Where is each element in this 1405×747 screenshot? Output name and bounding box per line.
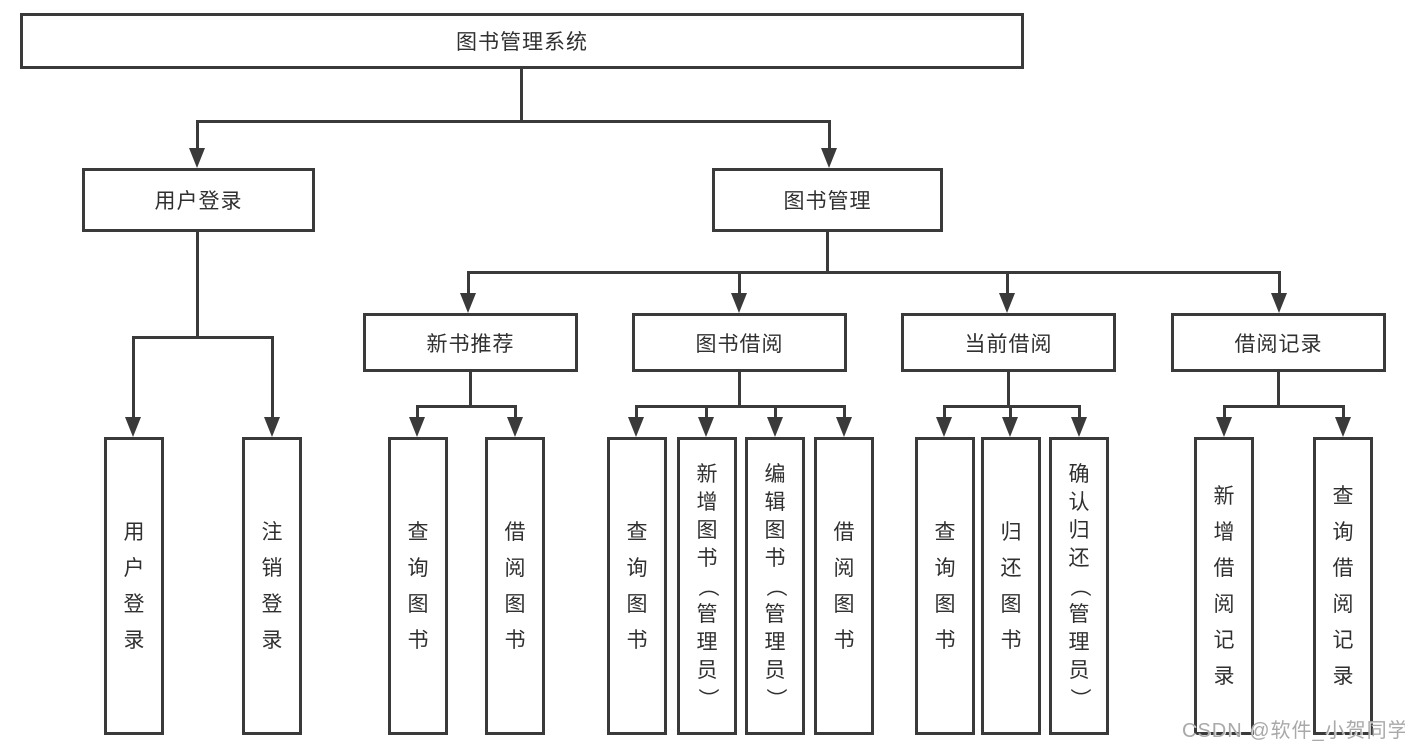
connector-level2-hbar <box>196 120 831 123</box>
arrowhead-book-management <box>821 148 837 168</box>
connector-user-login-hbar <box>132 336 274 339</box>
connector-to-user-login <box>196 120 199 150</box>
connector-recommend-drop <box>469 372 472 405</box>
node-record-query-record: 查询借阅记录 <box>1313 437 1373 735</box>
connector-level3-hbar <box>467 271 1281 274</box>
arrowhead-borrow-add <box>698 417 714 437</box>
arrowhead-book-borrow <box>731 293 747 313</box>
connector-user-login-drop <box>196 232 199 336</box>
connector-current-hbar <box>943 405 1081 408</box>
node-current-borrow: 当前借阅 <box>901 313 1116 372</box>
node-current-query-book: 查询图书 <box>915 437 975 735</box>
arrowhead-borrow-edit <box>767 417 783 437</box>
connector-to-current-confirm <box>1078 405 1081 419</box>
arrowhead-record-add <box>1216 417 1232 437</box>
arrowhead-recommend-query <box>409 417 425 437</box>
connector-recommend-hbar <box>416 405 517 408</box>
arrowhead-current-borrow <box>999 293 1015 313</box>
arrowhead-current-confirm <box>1071 417 1087 437</box>
connector-record-drop <box>1277 372 1280 405</box>
connector-to-borrow-record <box>1278 271 1281 295</box>
node-login-user-login: 用户登录 <box>104 437 164 735</box>
connector-to-book-borrow <box>738 271 741 295</box>
arrowhead-logout-leaf <box>264 417 280 437</box>
arrowhead-borrow-query <box>628 417 644 437</box>
node-recommend-borrow-book: 借阅图书 <box>485 437 545 735</box>
connector-current-drop <box>1007 372 1010 405</box>
node-borrow-query-book: 查询图书 <box>607 437 667 735</box>
node-new-book-recommend: 新书推荐 <box>363 313 578 372</box>
connector-to-record-add <box>1223 405 1226 419</box>
connector-to-new-book-recommend <box>467 271 470 295</box>
node-current-confirm-return: 确认归还（管理员） <box>1049 437 1109 735</box>
arrowhead-current-return <box>1002 417 1018 437</box>
connector-root-drop <box>520 69 523 120</box>
connector-to-borrow-edit <box>774 405 777 419</box>
connector-to-current-borrow <box>1006 271 1009 295</box>
node-current-return-book: 归还图书 <box>981 437 1041 735</box>
arrowhead-record-query <box>1335 417 1351 437</box>
node-borrow-add-book: 新增图书（管理员） <box>677 437 737 735</box>
node-book-borrow: 图书借阅 <box>632 313 847 372</box>
connector-to-recommend-query <box>416 405 419 419</box>
connector-book-management-drop <box>826 232 829 274</box>
connector-to-book-management <box>828 120 831 150</box>
connector-to-logout-leaf <box>271 336 274 419</box>
connector-to-current-return <box>1009 405 1012 419</box>
connector-to-record-query <box>1342 405 1345 419</box>
node-login-logout: 注销登录 <box>242 437 302 735</box>
connector-borrow-drop <box>738 372 741 405</box>
node-borrow-edit-book: 编辑图书（管理员） <box>745 437 805 735</box>
connector-to-current-query <box>943 405 946 419</box>
connector-to-recommend-borrow <box>514 405 517 419</box>
arrowhead-login-leaf <box>125 417 141 437</box>
node-recommend-query-book: 查询图书 <box>388 437 448 735</box>
arrowhead-recommend-borrow <box>507 417 523 437</box>
node-borrow-borrow-book: 借阅图书 <box>814 437 874 735</box>
arrowhead-borrow-borrow <box>836 417 852 437</box>
connector-borrow-hbar <box>635 405 846 408</box>
connector-to-borrow-borrow <box>843 405 846 419</box>
node-user-login: 用户登录 <box>82 168 315 232</box>
connector-to-borrow-add <box>705 405 708 419</box>
arrowhead-borrow-record <box>1271 293 1287 313</box>
node-library-system: 图书管理系统 <box>20 13 1024 69</box>
arrowhead-current-query <box>936 417 952 437</box>
connector-to-login-leaf <box>132 336 135 419</box>
node-record-add-record: 新增借阅记录 <box>1194 437 1254 735</box>
connector-to-borrow-query <box>635 405 638 419</box>
connector-record-hbar <box>1223 405 1345 408</box>
csdn-watermark: CSDN @软件_小贺同学 <box>1182 720 1405 742</box>
arrowhead-user-login <box>189 148 205 168</box>
arrowhead-new-book-recommend <box>460 293 476 313</box>
node-book-management: 图书管理 <box>712 168 943 232</box>
node-borrow-record: 借阅记录 <box>1171 313 1386 372</box>
